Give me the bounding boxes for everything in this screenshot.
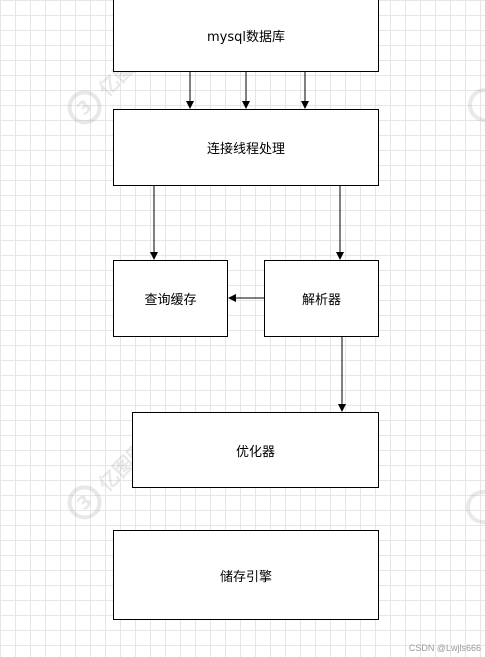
node-label: mysql数据库 bbox=[207, 29, 285, 45]
node-label: 查询缓存 bbox=[144, 293, 197, 308]
node-label: 连接线程处理 bbox=[206, 142, 285, 157]
node-label: 优化器 bbox=[235, 444, 275, 460]
edraw-logo-icon bbox=[466, 490, 485, 524]
node-mysql-database[interactable]: mysql数据库 bbox=[113, 0, 379, 72]
edraw-logo-icon bbox=[468, 88, 485, 122]
node-query-cache[interactable]: 查询缓存 bbox=[113, 260, 228, 337]
footer-credit: CSDN @Lwjls666 bbox=[408, 643, 481, 653]
node-connection-thread-handling[interactable]: 连接线程处理 bbox=[113, 109, 379, 186]
node-optimizer[interactable]: 优化器 bbox=[132, 412, 379, 488]
node-label: 解析器 bbox=[301, 293, 341, 308]
node-storage-engine[interactable]: 储存引擎 bbox=[113, 530, 379, 620]
node-parser[interactable]: 解析器 bbox=[264, 260, 379, 337]
node-label: 储存引擎 bbox=[219, 569, 272, 585]
